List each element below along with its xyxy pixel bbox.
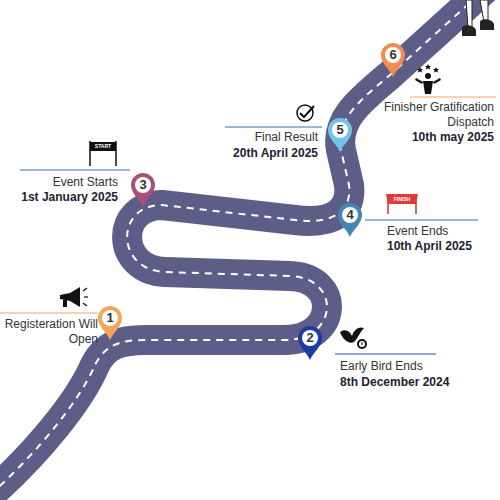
callout-number: 2 (297, 330, 323, 346)
milestone-label: Final Result (223, 130, 318, 145)
milestone-date: 10th may 2025 (394, 130, 494, 145)
milestone-pin: 5 (327, 118, 353, 152)
callout-number: 1 (97, 310, 123, 326)
flag-text: START (92, 143, 114, 149)
milestone-date: 10th April 2025 (387, 239, 497, 254)
milestone-label: Finisher Gratification Dispatch (374, 100, 494, 130)
milestone-pin: 2 (297, 326, 323, 360)
milestone-label: Registeration Will Open (3, 317, 98, 347)
milestone-label: Early Bird Ends (340, 359, 490, 374)
callout-number: 3 (130, 177, 156, 193)
callout-number: 6 (380, 47, 406, 63)
banner-text: FINISH (388, 196, 416, 202)
milestone-date: 20th April 2025 (218, 146, 318, 161)
milestone-pin: 3 (130, 173, 156, 207)
milestone-label: Event Starts (8, 175, 118, 190)
callout-number: 4 (337, 207, 363, 223)
milestone-date: 1st January 2025 (3, 190, 118, 205)
milestone-pin: 4 (337, 203, 363, 237)
milestone-pin: 6 (380, 43, 406, 77)
milestone-date: 8th December 2024 (340, 375, 495, 390)
milestone-label: Event Ends (387, 224, 497, 239)
callout-number: 5 (327, 122, 353, 138)
milestone-pin: 1 (97, 306, 123, 340)
